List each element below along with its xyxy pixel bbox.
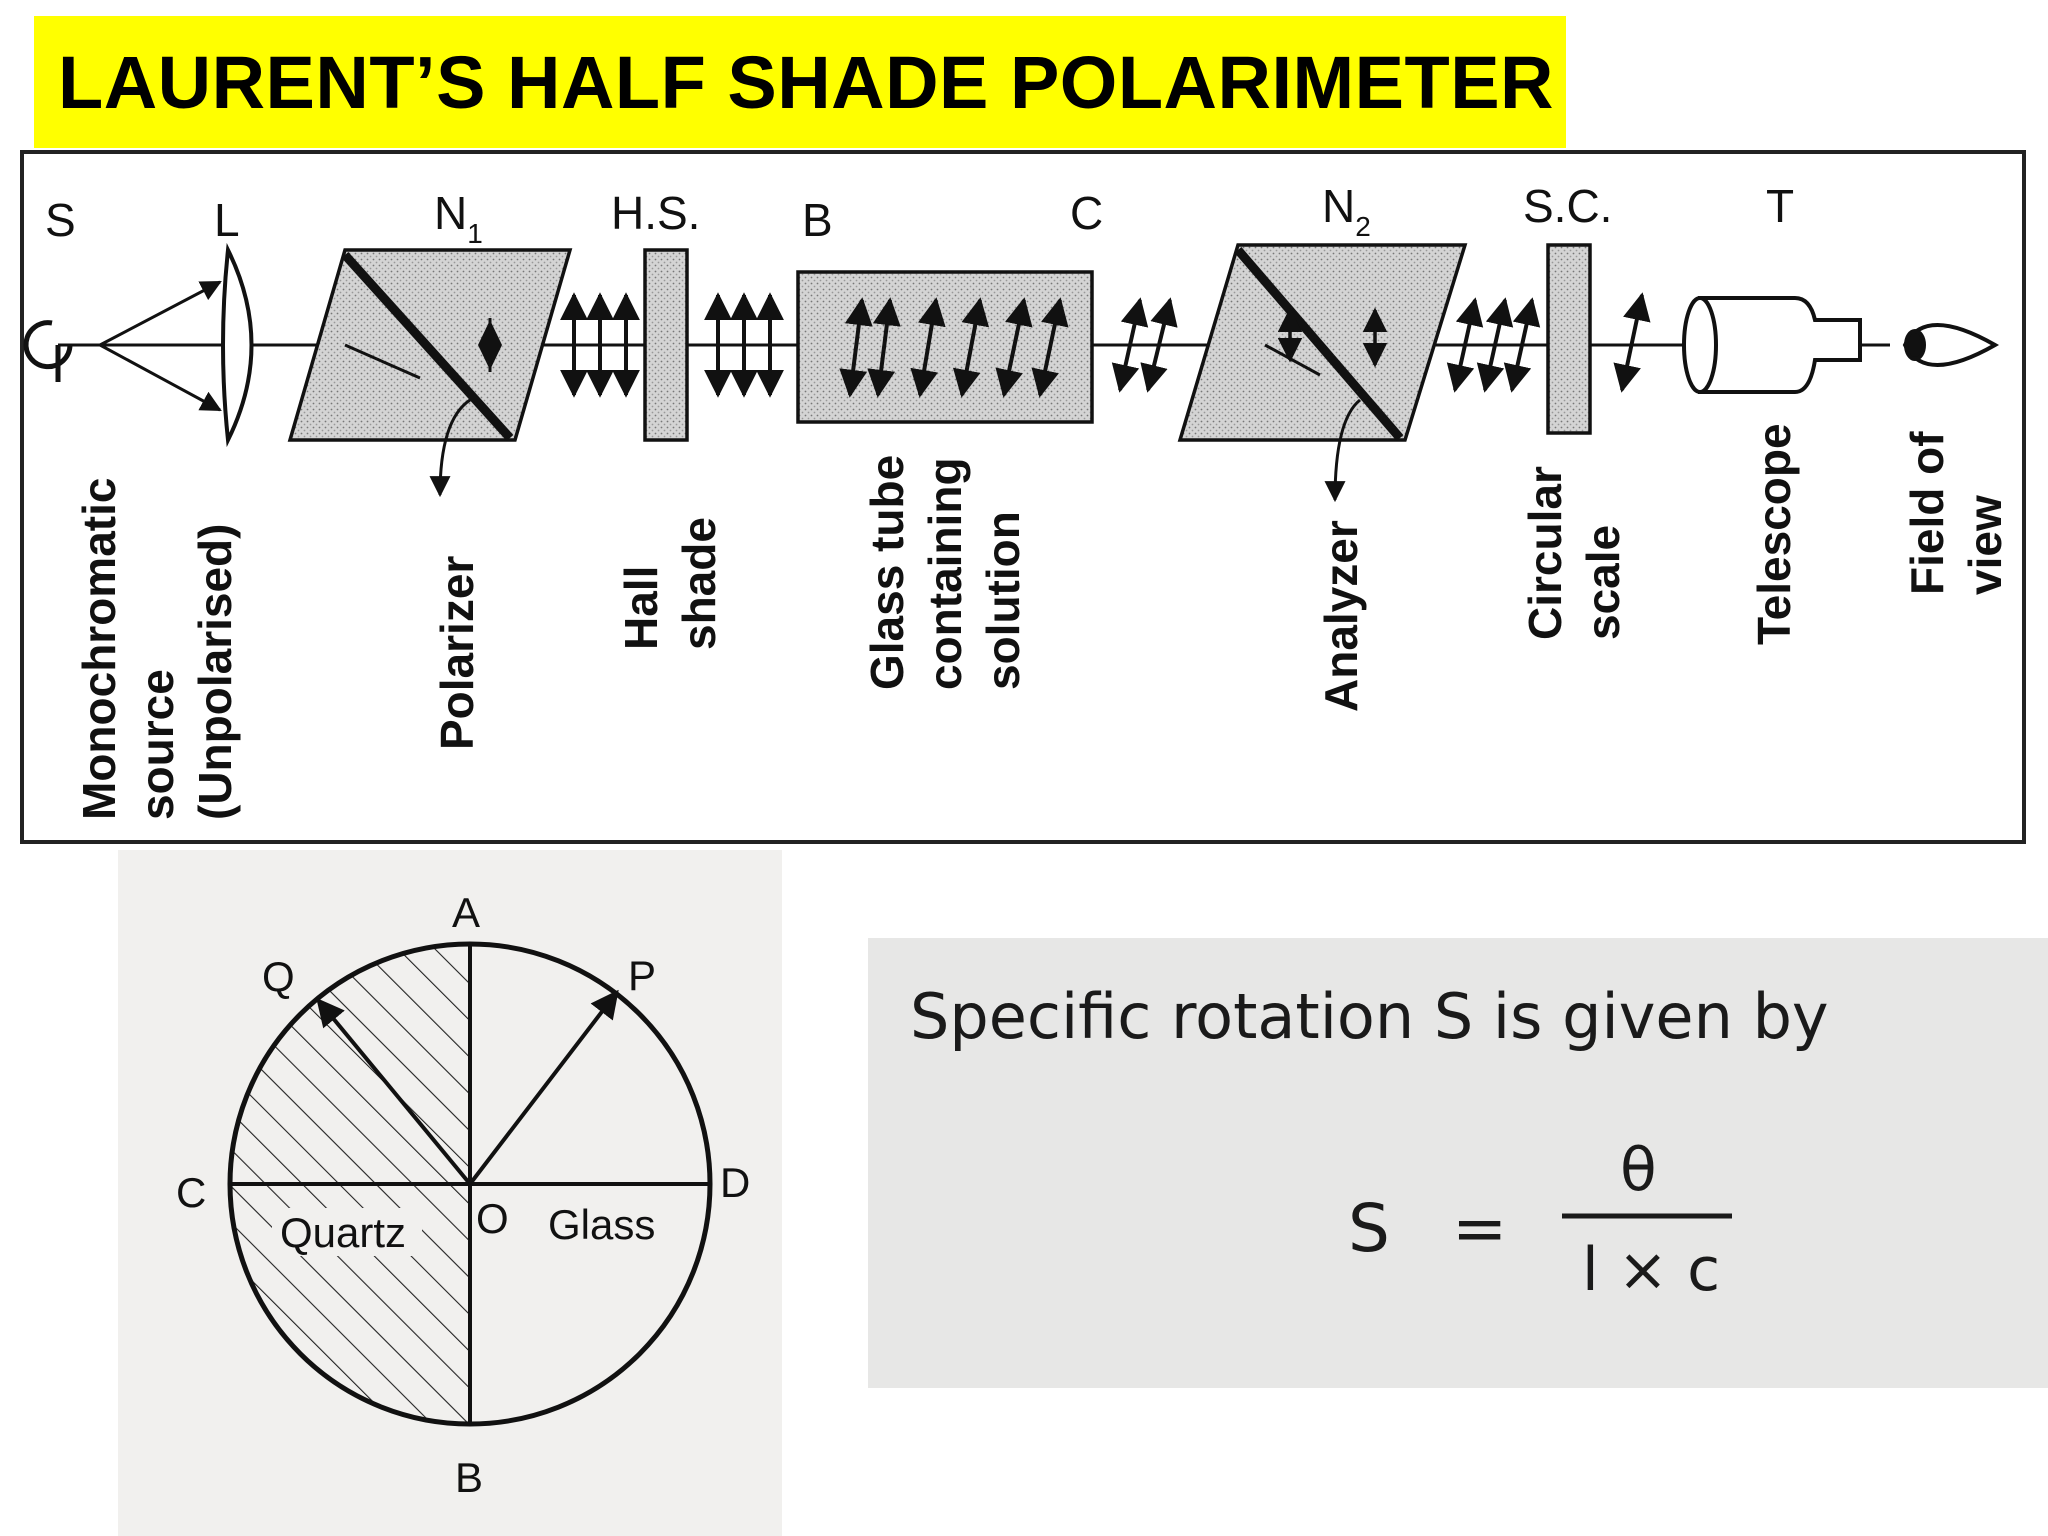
- telescope-icon: [1682, 296, 1862, 394]
- formula-denominator: l × c: [1582, 1235, 1721, 1305]
- page-title: LAURENT’S HALF SHADE POLARIMETER: [58, 40, 1554, 124]
- label-t: T: [1766, 180, 1795, 232]
- title-banner: LAURENT’S HALF SHADE POLARIMETER: [34, 16, 1566, 148]
- post-analyzer-arrows: [1446, 297, 1541, 393]
- label-sc: S.C.: [1523, 180, 1613, 232]
- diagram-frame: [20, 150, 2026, 844]
- half-shade-label: Hall shade: [615, 517, 725, 650]
- polarizer-pointer: [429, 398, 471, 498]
- label-c: C: [1070, 187, 1104, 239]
- half-shade-circle: [227, 941, 713, 1427]
- circular-scale-label: Circular scale: [1519, 466, 1629, 640]
- emerging-arrows: [1111, 297, 1178, 393]
- polarizer-prism: [287, 248, 573, 442]
- label-n2: N2: [1322, 180, 1371, 242]
- label-n1: N1: [434, 187, 483, 249]
- circular-scale-plate: [1546, 243, 1592, 435]
- source-label: Monochromatic source (Unpolarised): [73, 477, 241, 820]
- formula-intro: Specific rotation S is given by: [910, 980, 1829, 1053]
- eye-icon: [1902, 323, 2000, 367]
- point-p-label: P: [628, 952, 657, 999]
- field-of-view-label: Field of view: [1901, 431, 2011, 595]
- quartz-label: Quartz: [280, 1209, 407, 1256]
- analyzer-pointer: [1324, 398, 1361, 503]
- glass-tube-label: Glass tube containing solution: [861, 454, 1029, 690]
- formula-equals: =: [1452, 1190, 1508, 1267]
- point-q-label: Q: [262, 953, 295, 1000]
- telescope-label: Telescope: [1748, 423, 1800, 645]
- analyzer-label: Analyzer: [1315, 520, 1367, 712]
- label-l: L: [214, 194, 240, 246]
- glass-label: Glass: [548, 1201, 656, 1248]
- point-a-label: A: [452, 889, 481, 936]
- formula-numerator: θ: [1620, 1135, 1657, 1205]
- label-b: B: [802, 194, 833, 246]
- diverging-rays: [99, 280, 222, 412]
- label-s: S: [45, 194, 76, 246]
- source-lamp-icon: [23, 320, 73, 382]
- pre-telescope-arrow: [1613, 292, 1651, 393]
- analyzer-prism: [1177, 243, 1468, 442]
- polarized-light-arrows: [560, 292, 640, 398]
- half-shade-plate: [643, 248, 689, 442]
- point-b-label: B: [455, 1454, 484, 1501]
- after-halfshade-arrows: [704, 292, 784, 398]
- tube-rotated-arrows: [839, 297, 1069, 398]
- lens-icon: [221, 242, 254, 448]
- point-c-label: C: [176, 1169, 207, 1216]
- formula-lhs: S: [1348, 1190, 1390, 1267]
- label-hs: H.S.: [611, 187, 701, 239]
- formula-panel: [868, 938, 2048, 1388]
- point-o-label: O: [476, 1195, 509, 1242]
- point-d-label: D: [720, 1159, 751, 1206]
- polarizer-label: Polarizer: [431, 555, 483, 750]
- glass-tube: [796, 270, 1094, 424]
